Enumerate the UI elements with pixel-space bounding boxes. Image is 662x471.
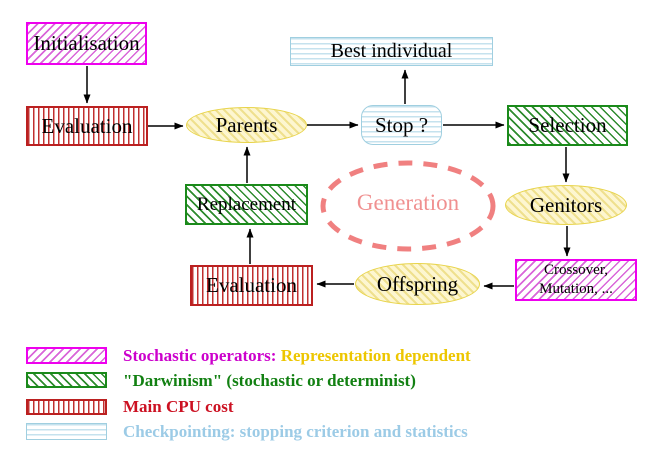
node-parents: Parents xyxy=(186,107,307,143)
node-best-individual: Best individual xyxy=(290,37,493,66)
node-selection: Selection xyxy=(507,105,628,146)
node-genitors: Genitors xyxy=(505,185,627,225)
node-initialisation: Initialisation xyxy=(26,22,147,65)
node-crossover-line1: Crossover, xyxy=(544,262,608,279)
legend-swatch-darwinism xyxy=(26,372,107,388)
node-selection-label: Selection xyxy=(528,113,607,137)
node-evaluation-bottom: Evaluation xyxy=(190,265,313,306)
node-offspring-label: Offspring xyxy=(376,271,459,296)
node-best-individual-label: Best individual xyxy=(330,40,453,62)
legend-row-cpu-cost: Main CPU cost xyxy=(123,397,234,416)
node-genitors-label: Genitors xyxy=(529,192,603,217)
legend-swatch-checkpointing xyxy=(26,423,107,440)
legend-row-checkpointing: Checkpointing: stopping criterion and st… xyxy=(123,422,468,441)
node-crossover-line2: Mutation, ... xyxy=(539,281,613,297)
node-evaluation-bottom-label: Evaluation xyxy=(206,273,297,297)
node-parents-label: Parents xyxy=(215,112,278,137)
legend-swatch-cpu-cost xyxy=(26,399,107,415)
legend-row-darwinism: "Darwinism" (stochastic or determinist) xyxy=(123,371,416,390)
node-replacement: Replacement xyxy=(185,184,308,225)
node-initialisation-label: Initialisation xyxy=(33,31,140,55)
node-stop-label: Stop ? xyxy=(374,112,429,137)
node-replacement-label: Replacement xyxy=(196,193,297,215)
node-stop: Stop ? xyxy=(361,105,442,145)
node-crossover-mutation: Crossover, Mutation, ... xyxy=(515,259,637,301)
legend-label-stochastic-operators: Stochastic operators: xyxy=(123,346,277,365)
legend-row-stochastic-operators: Stochastic operators: Representation dep… xyxy=(123,346,471,366)
legend-swatch-stochastic-operators xyxy=(26,347,107,364)
node-evaluation-top-label: Evaluation xyxy=(41,113,133,138)
generation-cycle-label: Generation xyxy=(356,190,460,215)
node-offspring: Offspring xyxy=(355,263,480,305)
legend-label-representation-dependent: Representation dependent xyxy=(280,346,471,365)
node-evaluation-top: Evaluation xyxy=(26,106,148,146)
